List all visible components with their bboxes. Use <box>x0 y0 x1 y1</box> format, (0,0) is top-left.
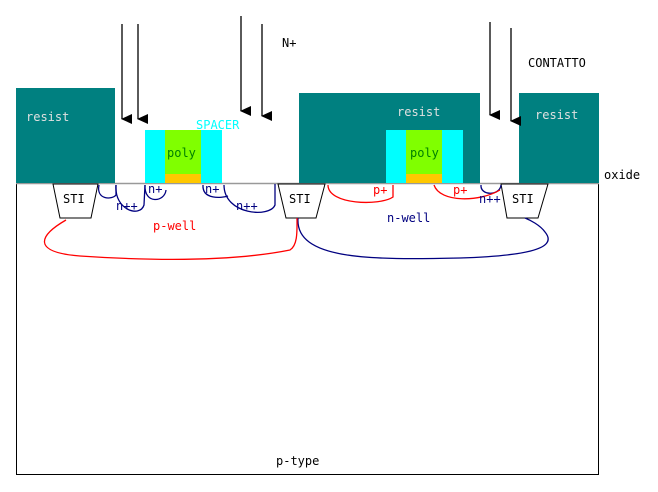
resist-right <box>519 93 599 183</box>
p-well-boundary <box>43 217 298 261</box>
n-plus-plus-label: n++ <box>116 199 138 213</box>
poly-label: poly <box>410 146 439 160</box>
p-plus-right <box>433 184 501 200</box>
sti-left <box>52 183 99 219</box>
sti-center <box>277 183 326 219</box>
n-plus-plus-left <box>115 184 146 212</box>
n-well-label: n-well <box>387 211 430 225</box>
sti-right <box>500 183 549 219</box>
n-well-boundary <box>297 217 549 260</box>
resist-label-right: resist <box>535 108 578 122</box>
p-well-label: p-well <box>153 219 196 233</box>
p-plus-label: p+ <box>373 183 387 197</box>
sti-label: STI <box>289 192 311 206</box>
substrate-label: p-type <box>276 454 319 468</box>
gate-nmos: poly <box>145 130 222 183</box>
n-plus-plus-label: n++ <box>479 192 501 206</box>
n-junction <box>98 184 117 199</box>
p-plus-left <box>327 184 394 204</box>
n-plus-label: n+ <box>148 182 162 196</box>
spacer-label: SPACER <box>196 118 240 132</box>
n-plus-label: n+ <box>205 182 219 196</box>
n-plus-plus-pmos-contact <box>480 184 502 194</box>
implant-label: N+ <box>282 36 296 50</box>
gate-pmos: poly <box>386 130 463 183</box>
substrate <box>16 183 599 475</box>
n-plus-plus-label: n++ <box>236 199 258 213</box>
n-plus-plus-right <box>223 184 276 213</box>
p-plus-label: p+ <box>453 183 467 197</box>
oxide-label: oxide <box>604 168 640 182</box>
resist-label-center: resist <box>397 105 440 119</box>
resist-left <box>16 88 115 183</box>
sti-label: STI <box>512 192 534 206</box>
resist-label-left: resist <box>26 110 69 124</box>
sti-label: STI <box>63 192 85 206</box>
contact-label: CONTATTO <box>528 56 586 70</box>
poly-label: poly <box>167 146 196 160</box>
n-plus-left <box>144 184 167 201</box>
